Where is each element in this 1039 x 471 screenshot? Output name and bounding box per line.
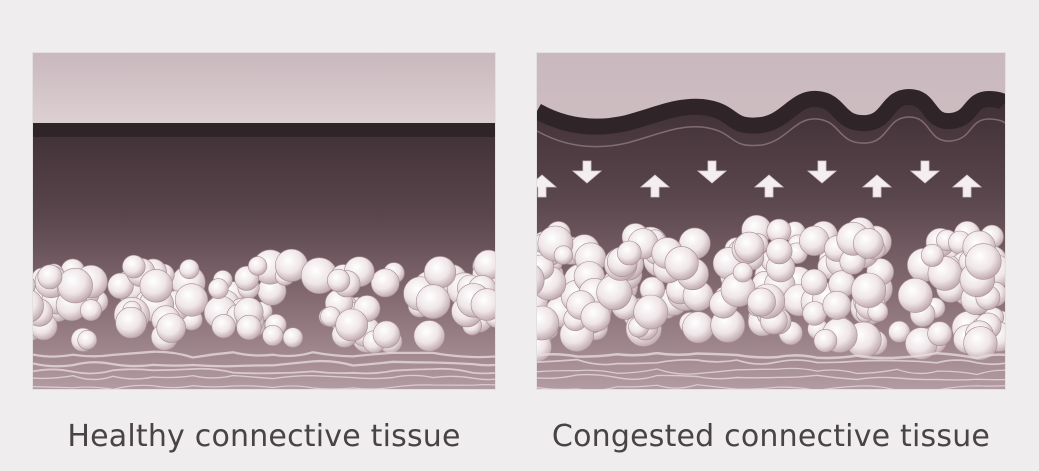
skin-surface-layer bbox=[33, 53, 495, 125]
healthy-tissue-illustration bbox=[33, 53, 495, 389]
epidermis-band bbox=[33, 123, 495, 137]
healthy-tissue-diagram bbox=[33, 53, 495, 389]
congested-tissue-diagram bbox=[537, 53, 1005, 389]
healthy-caption: Healthy connective tissue bbox=[33, 412, 495, 462]
congested-tissue-illustration bbox=[537, 53, 1005, 389]
congested-caption: Congested connective tissue bbox=[537, 412, 1005, 462]
